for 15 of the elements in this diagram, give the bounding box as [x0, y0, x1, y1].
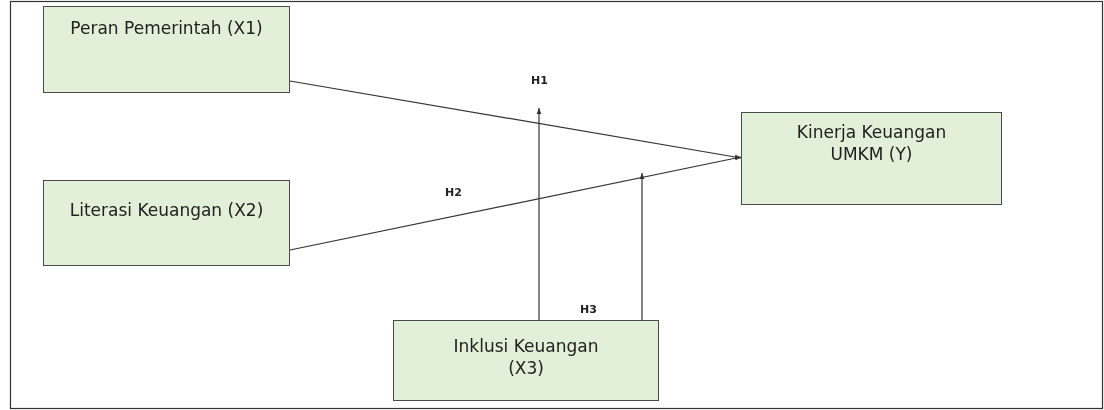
arrow: [639, 172, 645, 321]
variable-box: [43, 6, 290, 93]
arrow: [536, 107, 542, 321]
variable-label: Inklusi Keuangan (X3): [452, 335, 600, 379]
arrow: [289, 80, 742, 160]
hypothesis-label: H1: [531, 74, 548, 87]
variable-label: Literasi Keuangan (X2): [68, 199, 265, 221]
arrow: [289, 155, 742, 251]
hypothesis-label: H3: [580, 303, 597, 316]
variable-label: Peran Pemerintah (X1): [69, 17, 264, 39]
variable-box: [393, 320, 659, 401]
variable-label: Kinerja Keuangan UMKM (Y): [796, 121, 947, 165]
variable-box: [43, 180, 290, 266]
hypothesis-label: H2: [445, 186, 462, 199]
variable-box: [741, 112, 1002, 205]
